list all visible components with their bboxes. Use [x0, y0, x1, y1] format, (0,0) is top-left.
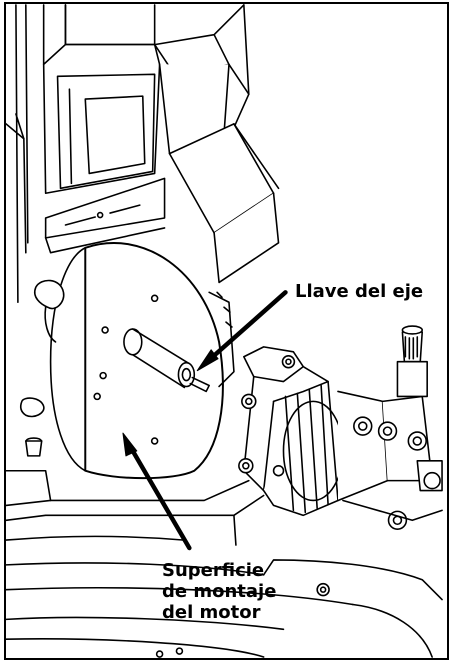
- motor-shaft: [123, 328, 210, 393]
- motor-surface-label-line-3: del motor: [162, 602, 261, 623]
- motor-mounting-surface-label: Superficie de montaje del motor: [162, 560, 276, 623]
- engine-housing: [6, 4, 250, 304]
- callout-arrows: [122, 290, 288, 551]
- motor-surface-label-line-1: Superficie: [162, 560, 265, 581]
- motor-surface-arrow-line: [127, 443, 192, 551]
- shaft-key-label: Llave del eje: [295, 281, 424, 302]
- pump-assembly-drawing: [6, 4, 443, 658]
- shaft-key-arrow-head: [196, 349, 219, 372]
- shaft-key-arrow-line: [204, 290, 288, 364]
- engine-muffler: [44, 123, 280, 284]
- engine-base: [6, 469, 443, 658]
- illustration-frame: Llave del eje Superficie de montaje del …: [4, 2, 449, 660]
- left-knobs: [19, 279, 65, 457]
- motor-surface-label-line-2: de montaje: [162, 581, 277, 602]
- motor-mounting-plate: [49, 242, 224, 480]
- motor-surface-arrow-head: [122, 432, 138, 457]
- pressure-washer-pump: [208, 291, 443, 530]
